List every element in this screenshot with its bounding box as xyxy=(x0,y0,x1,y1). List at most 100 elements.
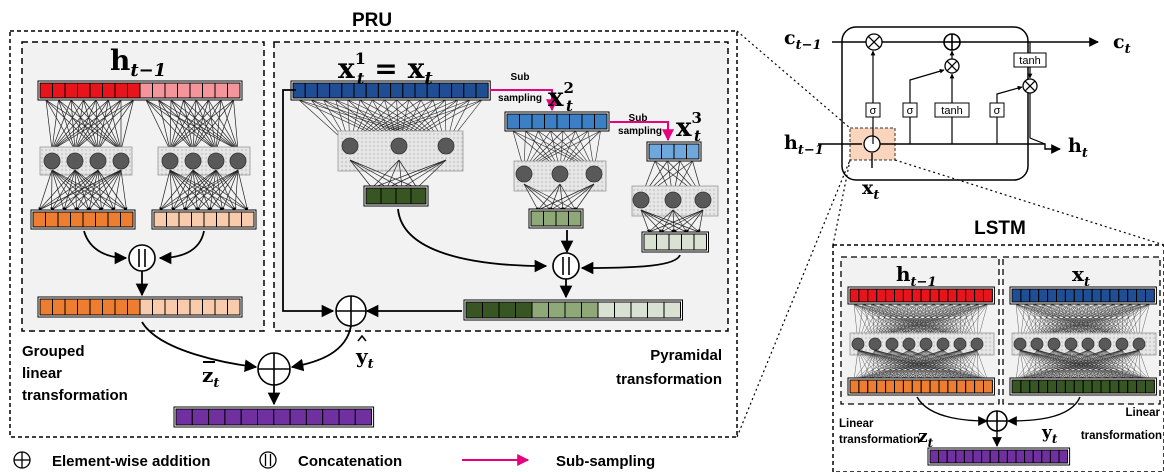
pyramid-out-vector-cell xyxy=(630,301,648,319)
lstm-h-prev-label: ht−1 xyxy=(896,262,937,290)
connection-line xyxy=(550,183,561,211)
connection-line xyxy=(170,99,217,151)
connection-line xyxy=(1087,349,1123,381)
lstm-x-vector-cell xyxy=(1064,288,1075,303)
connection-line xyxy=(416,159,447,189)
connection-line xyxy=(1104,349,1150,381)
connection-line xyxy=(97,99,109,151)
zoom-line-pru-2 xyxy=(736,159,851,438)
connection-line xyxy=(51,169,115,211)
grouped-out-right-cell xyxy=(191,211,205,228)
connection-line xyxy=(1024,349,1055,381)
connection-line xyxy=(51,169,127,211)
lstm-nodes-left-node xyxy=(902,337,916,351)
h-t-vector-cell xyxy=(257,408,275,426)
y-hat-hat xyxy=(357,334,367,342)
lstm-z-vector-cell xyxy=(876,379,887,394)
connection-line xyxy=(908,349,935,381)
h-prev-vector-cell xyxy=(52,82,66,99)
x1-vector-cell xyxy=(438,82,453,99)
pyramid-out-vector-cell xyxy=(498,301,516,319)
z-bar-vector-cell xyxy=(177,298,191,316)
connection-line xyxy=(1087,349,1140,381)
lstm-x-vector-cell xyxy=(1073,288,1084,303)
connection-line xyxy=(120,99,134,151)
connection-line xyxy=(197,169,239,211)
connection-line xyxy=(1104,349,1132,381)
connection-line xyxy=(673,209,704,233)
z-bar-vector-cell xyxy=(214,298,228,316)
connection-line xyxy=(208,169,217,211)
subsampling-arrow-2 xyxy=(610,121,674,142)
connection-line xyxy=(1051,349,1072,381)
connection-line xyxy=(1036,349,1106,381)
connection-line xyxy=(523,183,576,211)
connection-line xyxy=(184,169,239,211)
connection-line xyxy=(1121,349,1123,381)
connection-line xyxy=(169,99,209,151)
connection-line xyxy=(172,169,217,211)
grouped-concat-op xyxy=(128,244,156,272)
connection-line xyxy=(349,159,403,189)
connection-line xyxy=(168,99,172,151)
connection-line xyxy=(183,99,194,151)
h-prev-vector-cell xyxy=(202,82,216,99)
h-t-vector-cell xyxy=(305,408,324,426)
connection-line xyxy=(1087,349,1106,381)
x1-vector-cell xyxy=(377,82,392,99)
connection-line xyxy=(195,99,217,151)
connection-line xyxy=(76,169,99,211)
connection-line xyxy=(969,349,978,381)
connection-line xyxy=(908,349,953,381)
h-t-vector-cell xyxy=(191,408,210,426)
connection-line xyxy=(197,169,217,211)
pyramid-out-vector-cell xyxy=(663,301,681,319)
h-t-vector-cell xyxy=(208,408,226,426)
connection-line xyxy=(38,169,122,211)
connection-line xyxy=(874,349,881,381)
connection-line xyxy=(158,99,171,151)
connection-line xyxy=(661,209,704,233)
connection-line xyxy=(916,349,978,381)
connection-line xyxy=(1095,349,1140,381)
connection-line xyxy=(1036,349,1132,381)
connection-line xyxy=(145,99,217,151)
connection-line xyxy=(871,349,978,381)
connection-line xyxy=(908,349,917,381)
connection-line xyxy=(70,99,99,151)
connection-line xyxy=(1060,349,1140,381)
connection-line xyxy=(889,349,910,381)
zoom-line-lstm-2 xyxy=(894,159,1164,246)
connection-line xyxy=(891,349,917,381)
lstm-nodes-right-node xyxy=(1064,337,1078,351)
lstm-y-vector-cell xyxy=(1011,379,1022,394)
connection-line xyxy=(237,169,249,211)
pyramid-out-vector-cell xyxy=(647,301,665,319)
lstm-y-to-add xyxy=(1007,396,1081,426)
x1-vector-cell xyxy=(402,82,416,99)
grouped-out-right-cell xyxy=(228,211,242,228)
lstm-x-vector-cell xyxy=(1091,288,1102,303)
connection-line xyxy=(159,169,171,211)
cell-tanh-label: tanh xyxy=(1019,55,1040,67)
connection-line xyxy=(58,99,76,151)
connection-line xyxy=(1019,349,1034,381)
output-to-mul xyxy=(996,85,1023,103)
x2-out-vector-cell xyxy=(530,210,544,227)
input-combine-op xyxy=(863,135,881,153)
connection-line xyxy=(908,349,970,381)
connection-line xyxy=(51,99,134,151)
connection-line xyxy=(857,349,864,381)
connection-line xyxy=(371,159,447,189)
connection-line xyxy=(1070,349,1106,381)
pyramid-nodes-2-node xyxy=(551,165,569,183)
connection-line xyxy=(857,349,899,381)
lstm-h-out-vector-cell xyxy=(1015,449,1026,464)
connection-line xyxy=(169,99,197,151)
connection-line xyxy=(51,99,109,151)
connection-line xyxy=(874,349,908,381)
lstm-x-vector-cell xyxy=(1127,288,1138,303)
connection-line xyxy=(1019,349,1114,381)
z-bar-vector-cell xyxy=(227,298,241,316)
x2-vector-cell xyxy=(506,113,520,130)
